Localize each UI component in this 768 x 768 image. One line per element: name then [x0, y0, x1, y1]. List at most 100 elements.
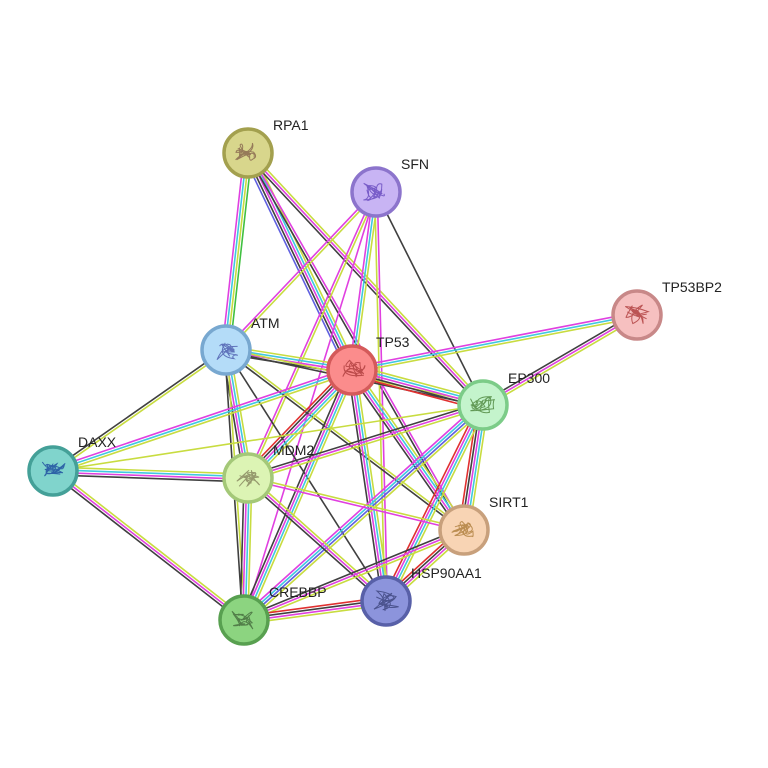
edge-atm-sirt1[interactable]	[224, 348, 466, 532]
edge-sfn-atm[interactable]	[224, 190, 378, 352]
edge-sfn-hsp90aa1[interactable]	[373, 191, 389, 602]
protein-structure-icon	[216, 342, 238, 361]
edge-line-yellow	[373, 191, 386, 602]
edge-line-yellow	[52, 350, 228, 473]
edge-line-magenta	[52, 471, 249, 481]
node-tp53bp2[interactable]: TP53BP2	[611, 279, 722, 341]
edge-line-magenta	[376, 191, 389, 602]
edge-line-yellow	[354, 366, 469, 529]
edge-tp53-sirt1[interactable]	[347, 366, 469, 534]
node-tp53[interactable]: TP53	[326, 334, 410, 396]
node-daxx[interactable]: DAXX	[27, 434, 117, 497]
edge-ep300-daxx[interactable]	[52, 404, 484, 472]
edge-ep300-mdm2[interactable]	[246, 401, 485, 482]
edge-line-yellow	[53, 371, 354, 475]
protein-structure-icon	[373, 590, 399, 612]
edge-line-yellow	[353, 191, 380, 372]
protein-structure-icon	[470, 396, 496, 414]
node-label-atm: ATM	[251, 315, 280, 331]
edge-line-yellow	[246, 370, 357, 623]
edge-atm-hsp90aa1[interactable]	[225, 349, 387, 602]
node-atm[interactable]: ATM	[200, 315, 280, 376]
edge-tp53bp2-tp53[interactable]	[350, 311, 639, 374]
edge-line-yellow	[351, 316, 639, 374]
edge-line-yellow	[226, 192, 378, 352]
edge-mdm2-sirt1[interactable]	[246, 475, 466, 533]
edge-sfn-tp53[interactable]	[348, 190, 380, 372]
protein-structure-icon	[236, 469, 261, 488]
edge-line-magenta	[247, 152, 484, 406]
edge-line-black	[480, 311, 637, 404]
edge-line-magenta	[248, 151, 466, 531]
edge-line-green	[229, 152, 253, 352]
edge-line-cyan	[52, 468, 249, 478]
edge-ep300-hsp90aa1[interactable]	[381, 402, 488, 604]
edge-line-black	[242, 526, 464, 619]
edge-line-magenta	[240, 401, 482, 618]
edge-line-magenta	[350, 369, 464, 532]
node-label-hsp90aa1: HSP90AA1	[411, 565, 482, 581]
node-ep300[interactable]: EP300	[457, 370, 550, 431]
edge-line-yellow	[248, 475, 389, 600]
edge-line-yellow	[483, 316, 640, 409]
edge-line-black	[375, 191, 484, 406]
protein-structure-icon	[625, 304, 650, 325]
edge-line-magenta	[51, 366, 352, 470]
edge-line-magenta	[246, 478, 465, 533]
edge-line-magenta	[221, 151, 245, 351]
edge-tp53-crebbp[interactable]	[239, 367, 357, 623]
edge-line-black	[224, 350, 465, 532]
edge-line-yellow	[247, 406, 485, 482]
edge-line-cyan	[352, 369, 389, 602]
edge-sfn-ep300[interactable]	[375, 191, 484, 406]
edge-ep300-crebbp[interactable]	[240, 401, 487, 624]
edge-line-magenta	[242, 368, 352, 621]
protein-structure-icon	[41, 461, 66, 477]
node-hsp90aa1[interactable]: HSP90AA1	[360, 565, 482, 627]
edge-rpa1-tp53[interactable]	[242, 149, 358, 374]
edge-line-cyan	[244, 369, 354, 622]
protein-structure-icon	[342, 359, 366, 378]
edge-line-cyan	[249, 151, 356, 370]
edge-tp53-daxx[interactable]	[51, 366, 354, 475]
node-label-rpa1: RPA1	[273, 117, 309, 133]
node-rpa1[interactable]: RPA1	[222, 117, 309, 179]
node-label-mdm2: MDM2	[273, 442, 314, 458]
edge-line-magenta	[350, 311, 638, 369]
edge-line-red	[381, 402, 481, 601]
node-crebbp[interactable]: CREBBP	[218, 584, 327, 646]
node-sfn[interactable]: SFN	[350, 156, 429, 218]
edge-line-black	[52, 474, 249, 483]
edge-line-cyan	[242, 403, 483, 620]
edge-mdm2-hsp90aa1[interactable]	[245, 475, 389, 604]
protein-structure-icon	[451, 520, 474, 538]
edge-line-yellow	[52, 404, 484, 472]
node-circle-mdm2[interactable]	[222, 452, 274, 504]
node-mdm2[interactable]: MDM2	[222, 442, 314, 504]
edge-line-yellow	[247, 475, 466, 530]
edge-daxx-mdm2[interactable]	[52, 466, 249, 483]
edge-line-cyan	[351, 314, 638, 371]
node-sirt1[interactable]: SIRT1	[438, 494, 529, 556]
edge-line-yellow	[52, 466, 249, 475]
edge-line-yellow	[388, 405, 488, 604]
edge-line-yellow	[53, 468, 247, 619]
edge-sfn-mdm2[interactable]	[246, 190, 378, 480]
edge-atm-daxx[interactable]	[51, 348, 228, 473]
edge-rpa1-atm[interactable]	[221, 151, 253, 352]
edge-line-black	[246, 401, 484, 477]
node-label-crebbp: CREBBP	[269, 584, 327, 600]
edge-tp53bp2-ep300[interactable]	[480, 311, 640, 409]
node-circle-tp53[interactable]	[326, 344, 378, 396]
edge-daxx-crebbp[interactable]	[50, 468, 247, 623]
edge-line-black	[246, 152, 464, 532]
node-label-tp53: TP53	[376, 334, 410, 350]
protein-structure-icon	[231, 610, 254, 630]
edge-line-cyan	[52, 369, 353, 472]
node-label-tp53bp2: TP53BP2	[662, 279, 722, 295]
edge-rpa1-sirt1[interactable]	[246, 151, 466, 532]
edge-line-black	[51, 348, 227, 471]
edge-sirt1-crebbp[interactable]	[242, 526, 466, 624]
